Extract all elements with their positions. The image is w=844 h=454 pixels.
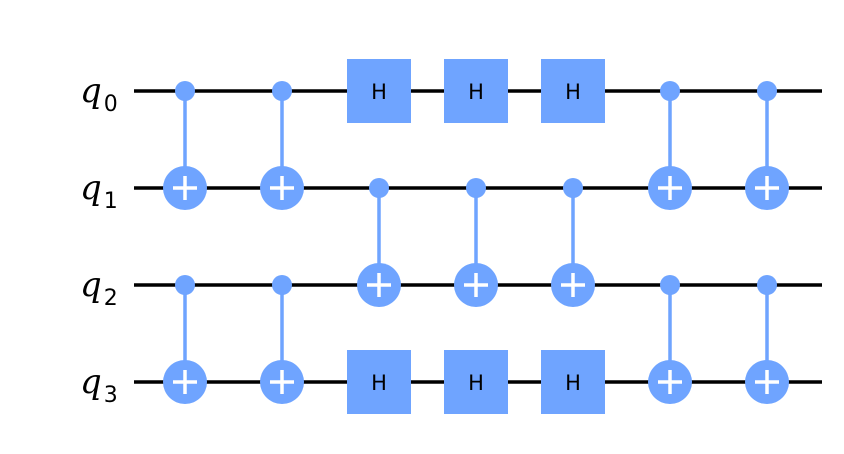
cnot-gate: [357, 178, 401, 307]
hadamard-gate: H: [541, 59, 605, 123]
cnot-control-dot: [466, 178, 486, 198]
qubit-label-letter: q: [80, 71, 102, 111]
hadamard-gate-label: H: [565, 80, 581, 104]
cnot-gate: [648, 275, 692, 404]
hadamard-gate: H: [347, 350, 411, 414]
qubit-label-letter: q: [80, 265, 102, 305]
hadamard-gate-box: [444, 350, 508, 414]
cnot-gate: [648, 81, 692, 210]
hadamard-gate-box: [541, 59, 605, 123]
cnot-control-dot: [757, 275, 777, 295]
qubit-label-2: q2: [80, 265, 118, 311]
hadamard-gate-box: [444, 59, 508, 123]
hadamard-gate-label: H: [371, 371, 387, 395]
hadamard-gate: H: [347, 59, 411, 123]
qubit-label-letter: q: [80, 168, 102, 208]
hadamard-gate-box: [347, 350, 411, 414]
hadamard-gate-label: H: [371, 80, 387, 104]
hadamard-gate-box: [541, 350, 605, 414]
cnot-gate: [551, 178, 595, 307]
cnot-control-dot: [175, 81, 195, 101]
cnot-control-dot: [563, 178, 583, 198]
qubit-label-0: q0: [80, 71, 118, 117]
hadamard-gate-label: H: [468, 371, 484, 395]
cnot-control-dot: [660, 81, 680, 101]
cnot-control-dot: [272, 275, 292, 295]
gates-layer: H H H H H H: [163, 59, 789, 414]
cnot-control-dot: [272, 81, 292, 101]
hadamard-gate-box: [347, 59, 411, 123]
cnot-gate: [454, 178, 498, 307]
qubit-label-index: 1: [104, 189, 118, 214]
qubit-label-index: 0: [104, 92, 118, 117]
hadamard-gate: H: [444, 59, 508, 123]
hadamard-gate: H: [444, 350, 508, 414]
qubit-label-letter: q: [80, 362, 102, 402]
cnot-gate: [745, 81, 789, 210]
cnot-gate: [163, 81, 207, 210]
qubit-label-index: 3: [104, 383, 118, 408]
qubit-label-1: q1: [80, 168, 118, 214]
cnot-gate: [163, 275, 207, 404]
hadamard-gate-label: H: [565, 371, 581, 395]
cnot-gate: [745, 275, 789, 404]
cnot-control-dot: [660, 275, 680, 295]
cnot-control-dot: [175, 275, 195, 295]
hadamard-gate-label: H: [468, 80, 484, 104]
qubit-label-index: 2: [104, 286, 118, 311]
hadamard-gate: H: [541, 350, 605, 414]
cnot-gate: [260, 81, 304, 210]
cnot-gate: [260, 275, 304, 404]
wires-layer: [134, 89, 822, 384]
qubit-label-3: q3: [80, 362, 118, 408]
cnot-control-dot: [757, 81, 777, 101]
cnot-control-dot: [369, 178, 389, 198]
